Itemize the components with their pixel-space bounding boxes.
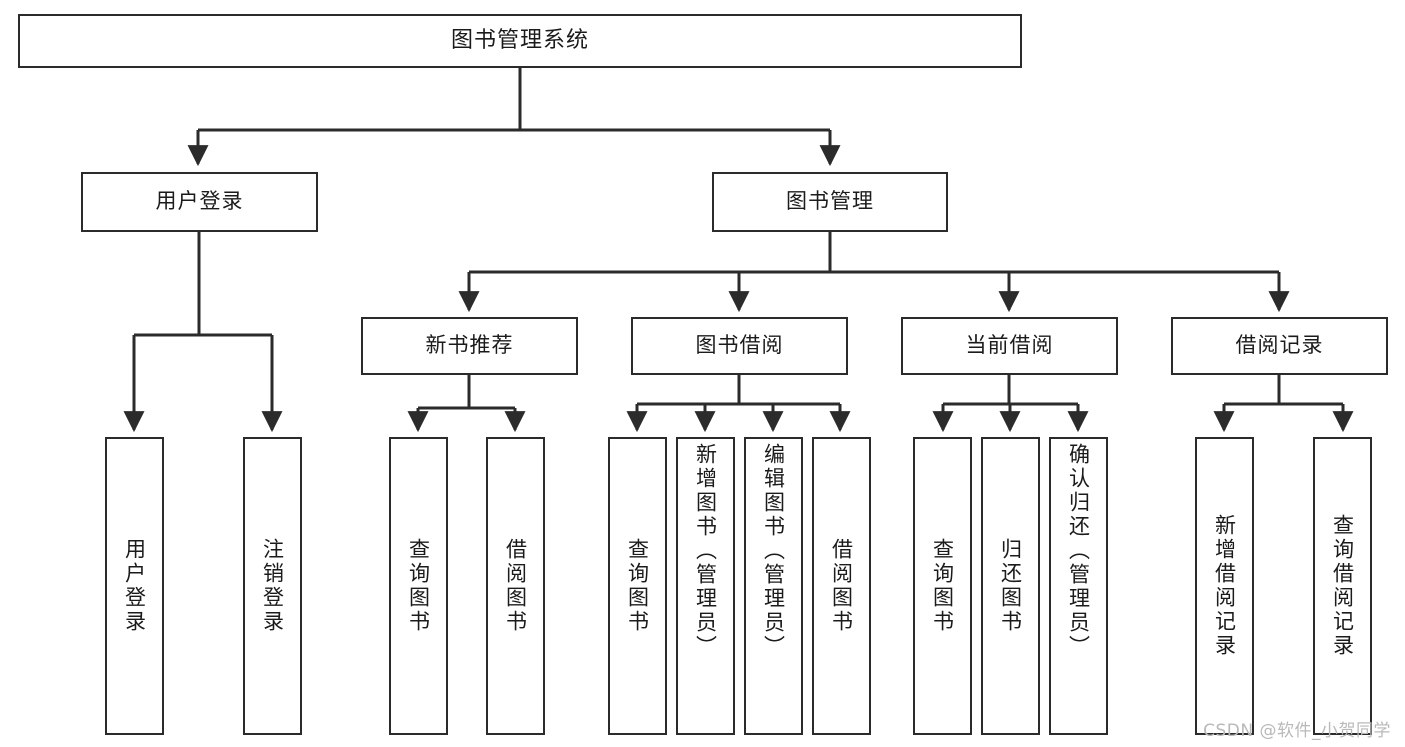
leaf-edit-book[interactable]: 编辑图书（管理员） bbox=[744, 437, 803, 735]
node-root[interactable]: 图书管理系统 bbox=[18, 14, 1022, 68]
leaf-user-logout-label: 注销登录 bbox=[260, 538, 285, 634]
node-book-manage-label: 图书管理 bbox=[786, 189, 874, 214]
node-root-label: 图书管理系统 bbox=[450, 27, 589, 53]
leaf-query-record-label: 查询借阅记录 bbox=[1330, 514, 1355, 658]
leaf-user-login[interactable]: 用户登录 bbox=[105, 437, 164, 735]
node-new-book-recommend-label: 新书推荐 bbox=[425, 333, 514, 358]
leaf-add-record-label: 新增借阅记录 bbox=[1212, 514, 1237, 658]
leaf-return-book-label: 归还图书 bbox=[998, 538, 1023, 634]
watermark: CSDN @软件_小贺同学 bbox=[1203, 721, 1391, 741]
leaf-add-book[interactable]: 新增图书（管理员） bbox=[676, 437, 735, 735]
leaf-add-book-label: 新增图书（管理员） bbox=[693, 443, 718, 659]
leaf-query-book-2[interactable]: 查询图书 bbox=[608, 437, 667, 735]
leaf-edit-book-label: 编辑图书（管理员） bbox=[761, 443, 786, 659]
leaf-user-logout[interactable]: 注销登录 bbox=[243, 437, 302, 735]
leaf-add-record[interactable]: 新增借阅记录 bbox=[1195, 437, 1254, 735]
leaf-borrow-book-2-label: 借阅图书 bbox=[829, 538, 854, 634]
leaf-query-book-3[interactable]: 查询图书 bbox=[913, 437, 972, 735]
leaf-borrow-book-1[interactable]: 借阅图书 bbox=[486, 437, 545, 735]
node-book-borrow-label: 图书借阅 bbox=[695, 333, 784, 358]
leaf-query-record[interactable]: 查询借阅记录 bbox=[1313, 437, 1372, 735]
node-book-borrow[interactable]: 图书借阅 bbox=[631, 317, 848, 375]
leaf-return-book[interactable]: 归还图书 bbox=[981, 437, 1040, 735]
node-borrow-record[interactable]: 借阅记录 bbox=[1171, 317, 1388, 375]
leaf-borrow-book-1-label: 借阅图书 bbox=[503, 538, 528, 634]
node-current-borrow-label: 当前借阅 bbox=[965, 333, 1054, 358]
leaf-borrow-book-2[interactable]: 借阅图书 bbox=[812, 437, 871, 735]
leaf-confirm-return[interactable]: 确认归还（管理员） bbox=[1049, 437, 1108, 735]
node-book-manage[interactable]: 图书管理 bbox=[712, 172, 948, 232]
leaf-query-book-1[interactable]: 查询图书 bbox=[389, 437, 448, 735]
leaf-confirm-return-label: 确认归还（管理员） bbox=[1066, 443, 1091, 659]
leaf-user-login-label: 用户登录 bbox=[122, 538, 147, 634]
node-current-borrow[interactable]: 当前借阅 bbox=[901, 317, 1118, 375]
leaf-query-book-2-label: 查询图书 bbox=[625, 538, 650, 634]
node-user-login[interactable]: 用户登录 bbox=[81, 172, 318, 232]
node-borrow-record-label: 借阅记录 bbox=[1235, 333, 1324, 358]
leaf-query-book-1-label: 查询图书 bbox=[406, 538, 431, 634]
leaf-query-book-3-label: 查询图书 bbox=[930, 538, 955, 634]
node-user-login-label: 用户登录 bbox=[155, 189, 244, 214]
node-new-book-recommend[interactable]: 新书推荐 bbox=[361, 317, 578, 375]
